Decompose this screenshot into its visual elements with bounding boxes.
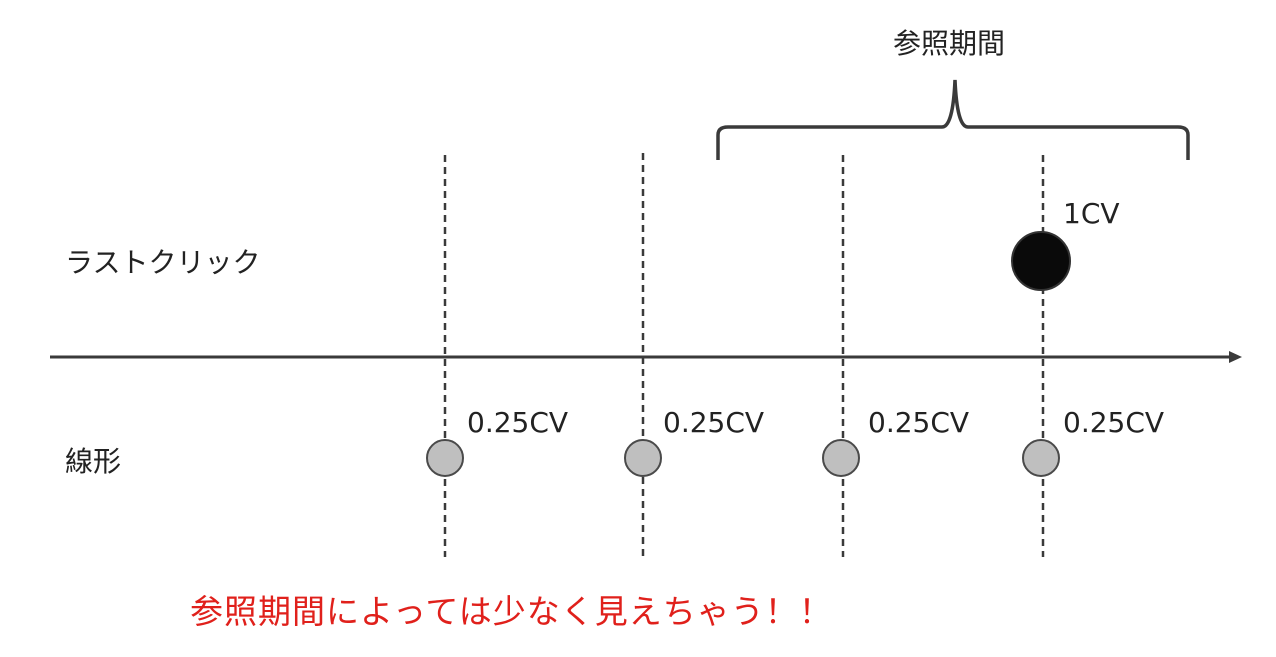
- linear-dot-3: [822, 439, 860, 477]
- axis-arrowhead: [1229, 351, 1242, 363]
- linear-dot-2: [624, 439, 662, 477]
- last-click-value: 1CV: [1063, 197, 1120, 230]
- linear-dot-4: [1022, 439, 1060, 477]
- linear-value-4: 0.25CV: [1063, 406, 1165, 439]
- last-click-dot: [1011, 231, 1071, 291]
- linear-value-1: 0.25CV: [467, 406, 569, 439]
- linear-value-3: 0.25CV: [868, 406, 970, 439]
- period-label: 参照期間: [893, 27, 1006, 60]
- linear-dot-1: [426, 439, 464, 477]
- linear-value-2: 0.25CV: [663, 406, 765, 439]
- period-brace: [716, 79, 1190, 160]
- warning-note: 参照期間によっては少なく見えちゃう！！: [190, 592, 833, 631]
- last-click-row-label: ラストクリック: [65, 246, 261, 279]
- linear-row-label: 線形: [65, 445, 122, 478]
